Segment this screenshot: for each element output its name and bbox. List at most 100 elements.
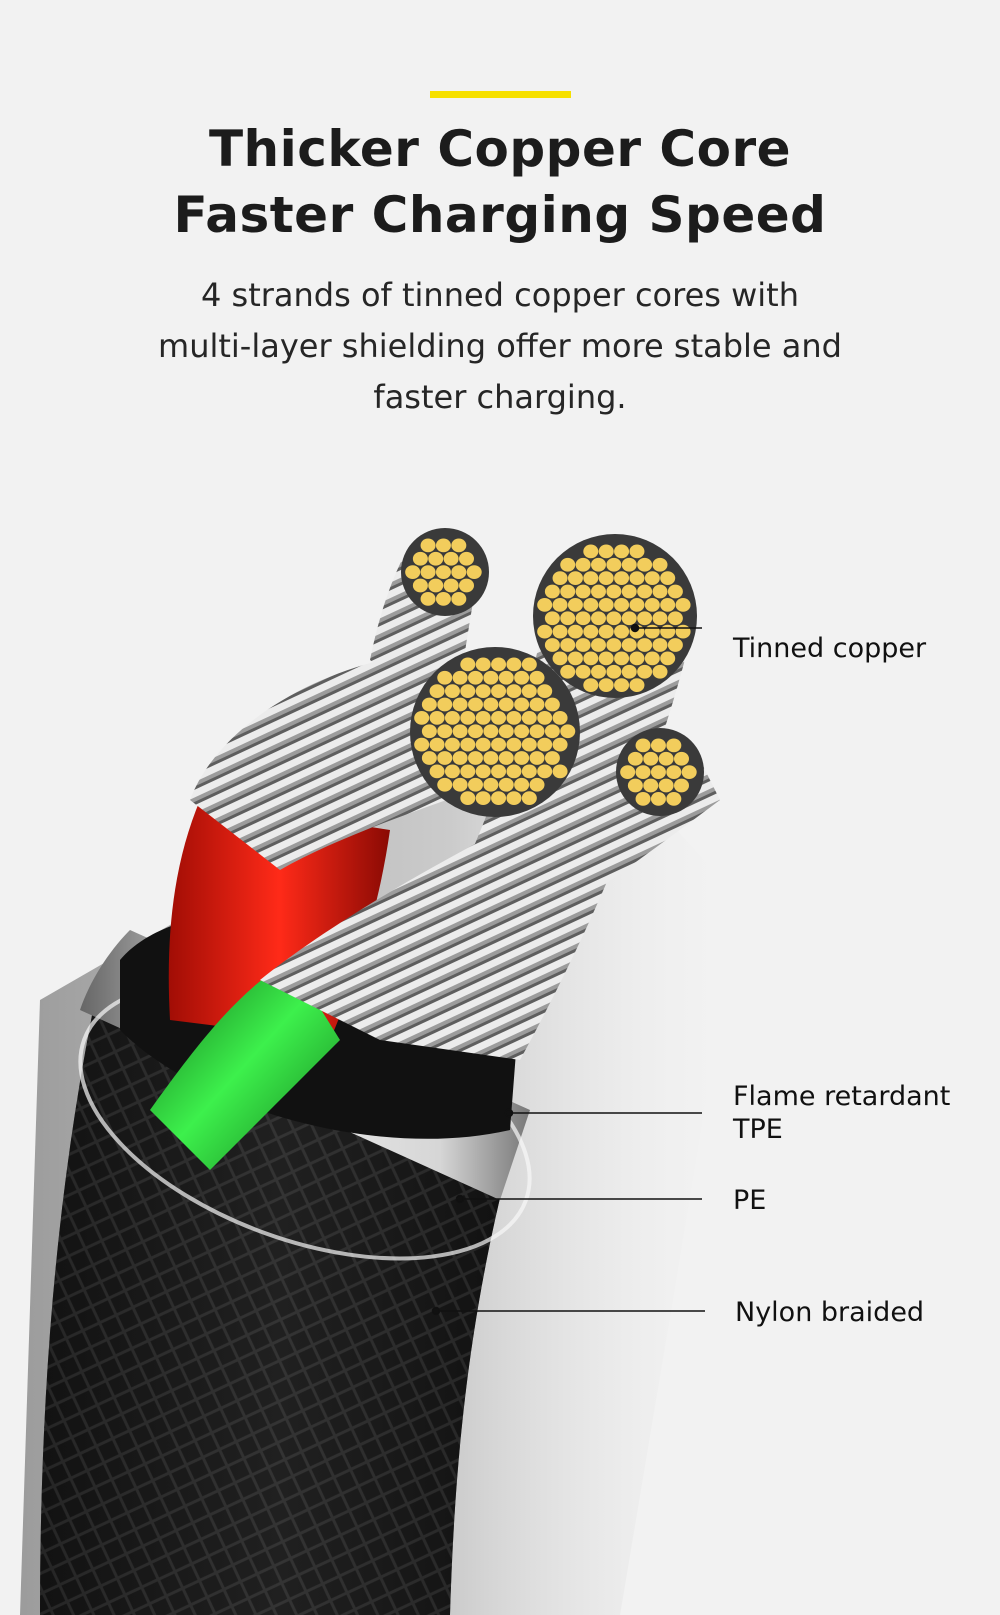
copper-strand xyxy=(475,657,491,672)
copper-strand xyxy=(451,538,467,553)
copper-strand xyxy=(650,791,666,806)
copper-strand xyxy=(468,751,483,765)
copper-strand xyxy=(498,777,514,792)
copper-strand xyxy=(475,684,491,699)
copper-strand xyxy=(598,544,614,559)
label-nylon-braided: Nylon braided xyxy=(735,1297,925,1328)
description-line-3: faster charging. xyxy=(373,378,627,416)
copper-strand xyxy=(606,611,622,626)
copper-strand xyxy=(491,791,507,806)
label-tinned-copper: Tinned copper xyxy=(733,633,927,664)
copper-strand xyxy=(552,624,568,639)
copper-strand xyxy=(460,684,476,699)
copper-strand xyxy=(575,664,591,679)
copper-strand xyxy=(443,578,459,593)
copper-strand xyxy=(591,611,606,626)
copper-strand xyxy=(652,557,668,572)
copper-strand xyxy=(459,551,474,566)
copper-strand xyxy=(652,638,668,652)
copper-strand xyxy=(620,765,636,780)
copper-strand xyxy=(421,724,437,739)
copper-strand xyxy=(521,764,537,779)
copper-strand xyxy=(506,737,522,752)
copper-strand xyxy=(460,737,476,752)
copper-strand xyxy=(652,611,668,626)
copper-strand xyxy=(583,624,599,639)
copper-strand xyxy=(544,638,560,652)
copper-strand xyxy=(614,571,630,586)
copper-strand xyxy=(644,597,660,612)
copper-strand xyxy=(521,684,537,699)
copper-strand xyxy=(452,724,468,739)
copper-strand xyxy=(658,751,674,766)
copper-strand xyxy=(606,664,622,679)
copper-strand xyxy=(483,751,499,765)
copper-strand xyxy=(491,737,507,752)
copper-strand xyxy=(437,777,453,792)
copper-strand xyxy=(674,751,689,766)
copper-strand xyxy=(437,670,453,685)
copper-strand xyxy=(606,584,622,599)
copper-strand xyxy=(491,684,507,699)
copper-strand xyxy=(443,551,459,566)
copper-strand xyxy=(498,670,514,685)
copper-strand xyxy=(506,710,522,725)
copper-strand xyxy=(537,684,553,699)
copper-strand xyxy=(591,557,606,572)
copper-strand xyxy=(635,791,651,806)
copper-strand xyxy=(560,638,576,652)
label-pe: PE xyxy=(733,1185,767,1216)
copper-strand xyxy=(412,551,428,566)
copper-strand xyxy=(629,651,645,666)
copper-strand xyxy=(644,651,660,666)
copper-strand xyxy=(606,557,622,572)
copper-strand xyxy=(466,565,482,580)
copper-strand xyxy=(667,584,683,599)
copper-strand xyxy=(575,584,591,599)
title-line-1: Thicker Copper Core xyxy=(208,120,792,178)
copper-strand xyxy=(475,764,491,779)
copper-strand xyxy=(451,565,467,580)
copper-strand xyxy=(429,737,445,752)
copper-strand xyxy=(537,737,553,752)
copper-strand xyxy=(514,777,530,792)
copper-strand xyxy=(637,557,653,572)
copper-strand xyxy=(598,651,614,666)
copper-strand xyxy=(437,724,453,739)
copper-strand xyxy=(591,664,606,679)
copper-strand xyxy=(514,670,530,685)
copper-strand xyxy=(583,597,599,612)
copper-strand xyxy=(637,664,653,679)
copper-strand xyxy=(444,737,460,752)
copper-strand xyxy=(452,697,468,712)
copper-strand xyxy=(643,778,659,793)
copper-strand xyxy=(544,584,560,599)
copper-strand xyxy=(583,651,599,666)
copper-strand xyxy=(421,751,437,765)
copper-strand xyxy=(429,764,445,779)
copper-strand xyxy=(567,651,583,666)
copper-strand xyxy=(637,638,653,652)
copper-strand xyxy=(475,791,491,806)
copper-strand xyxy=(521,791,537,806)
copper-strand xyxy=(667,638,683,652)
copper-strand xyxy=(544,611,560,626)
copper-strand xyxy=(420,538,436,553)
copper-strand xyxy=(627,778,643,793)
copper-strand xyxy=(666,791,682,806)
copper-strand xyxy=(629,571,645,586)
copper-strand xyxy=(560,611,576,626)
copper-strand xyxy=(675,597,691,612)
copper-strand xyxy=(468,777,483,792)
description-line-2: multi-layer shielding offer more stable … xyxy=(158,327,842,365)
copper-strand xyxy=(667,611,683,626)
copper-strand xyxy=(428,551,444,566)
label-tpe: TPE xyxy=(733,1114,783,1145)
copper-strand xyxy=(451,591,467,606)
copper-strand xyxy=(460,710,476,725)
copper-strand xyxy=(429,684,445,699)
copper-strand xyxy=(635,738,651,753)
copper-strand xyxy=(529,777,545,792)
yellow-accent-bar xyxy=(430,91,571,98)
